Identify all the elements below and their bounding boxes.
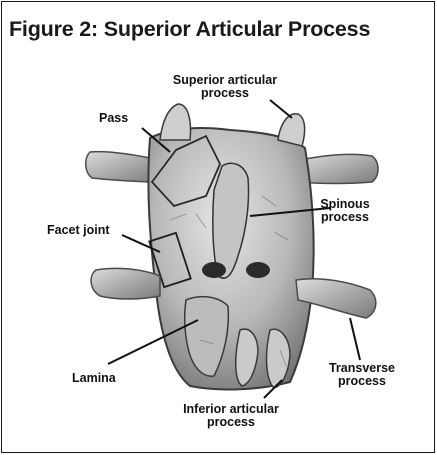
label-superior-articular-process: Superior articular process	[160, 74, 290, 100]
label-lamina: Lamina	[72, 372, 116, 385]
label-transverse-process: Transverse process	[312, 362, 412, 388]
leader-superior-articular	[270, 100, 292, 118]
label-pass: Pass	[99, 112, 128, 125]
left-superior-articular-process	[160, 104, 191, 140]
label-spinous-process: Spinous process	[305, 198, 385, 224]
leader-transverse	[350, 318, 360, 360]
lower-left-transverse-process	[91, 268, 160, 299]
label-facet-joint: Facet joint	[47, 224, 110, 237]
right-foramen-shadow	[246, 262, 270, 278]
label-inferior-articular-process: Inferior articular process	[166, 403, 296, 429]
upper-right-transverse-process	[300, 154, 378, 183]
left-foramen-shadow	[202, 262, 226, 278]
